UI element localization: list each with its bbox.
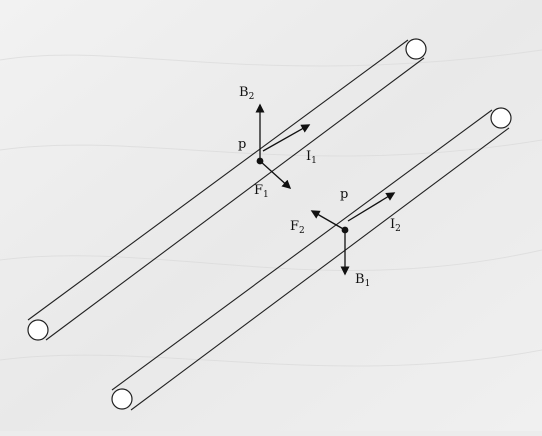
conductor-1-end-circle [405, 38, 427, 60]
point-p-2 [341, 226, 349, 234]
vectors-conductor-1 [255, 103, 311, 190]
conductor-2-end-circle [111, 388, 133, 410]
label-f2: F2 [290, 219, 305, 236]
label-p-1: p [238, 137, 246, 152]
label-f1: F1 [254, 183, 269, 200]
conductor-1-edge-bottom [45, 57, 425, 341]
label-p-2: p [340, 187, 348, 202]
conductor-2-edge-top [111, 109, 493, 391]
label-b2: B2 [239, 85, 254, 102]
label-i1: I1 [306, 149, 317, 166]
conductor-2 [111, 107, 512, 411]
f1-arrow [259, 160, 292, 190]
conductor-2-edge-bottom [130, 127, 510, 411]
conductor-1-end-circle [27, 319, 49, 341]
f2-arrow [310, 210, 346, 231]
vectors-conductor-2 [310, 192, 396, 276]
conductor-1-edge-top [27, 39, 409, 321]
point-p-1 [256, 157, 264, 165]
label-b1: B1 [355, 272, 370, 289]
label-i2: I2 [390, 217, 401, 234]
i2-current-arrow [347, 192, 396, 222]
paper-texture [0, 49, 542, 367]
conductor-1 [27, 38, 427, 341]
i1-current-arrow [262, 124, 311, 152]
conductor-2-end-circle [490, 107, 512, 129]
